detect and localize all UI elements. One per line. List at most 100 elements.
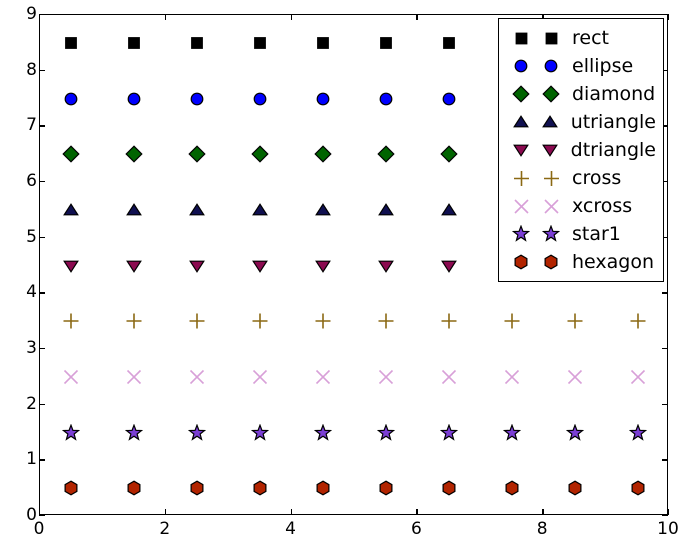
- data-point-cross: [377, 313, 394, 330]
- y-tick-right: [662, 125, 668, 127]
- data-point-cross: [189, 313, 206, 330]
- legend-item-cross[interactable]: cross: [506, 164, 656, 192]
- data-point-xcross: [440, 368, 457, 385]
- data-point-star1: [439, 422, 458, 442]
- data-point-ellipse: [190, 92, 204, 106]
- x-tick-top: [39, 14, 41, 20]
- y-tick-label: 7: [26, 115, 37, 136]
- legend-label: diamond: [572, 83, 656, 105]
- data-point-star1: [62, 422, 81, 442]
- data-point-star1: [313, 422, 333, 442]
- data-point-dtriangle: [252, 258, 269, 274]
- data-point-diamond: [377, 145, 395, 163]
- data-point-dtriangle: [126, 258, 143, 274]
- legend-item-dtriangle[interactable]: dtriangle: [506, 136, 656, 164]
- x-tick: [164, 509, 167, 515]
- legend-item-rect[interactable]: rect: [506, 24, 656, 52]
- y-tick-right: [662, 236, 668, 239]
- data-point-hexagon: [567, 480, 583, 496]
- data-point-hexagon: [504, 480, 520, 496]
- x-tick-label: 0: [33, 519, 45, 539]
- data-point-star1: [376, 422, 395, 442]
- x-tick-label: 2: [159, 519, 171, 539]
- data-point-diamond: [251, 145, 269, 163]
- data-point-dtriangle: [378, 258, 394, 274]
- data-point-diamond: [440, 145, 458, 163]
- y-tick: [39, 236, 45, 239]
- data-point-star1: [188, 422, 207, 442]
- x-tick-top: [416, 14, 418, 20]
- x-tick-label: 8: [536, 519, 548, 539]
- legend-marker-square-icon: [506, 32, 536, 45]
- data-point-cross: [503, 313, 520, 330]
- y-tick-right: [662, 515, 668, 517]
- data-point-hexagon: [315, 480, 331, 496]
- data-point-dtriangle: [315, 258, 331, 274]
- data-point-hexagon: [630, 480, 646, 496]
- legend-label: hexagon: [572, 251, 655, 273]
- y-tick: [39, 125, 45, 127]
- legend-label: utriangle: [570, 111, 656, 133]
- data-point-utriangle: [189, 202, 206, 218]
- y-tick: [39, 515, 45, 517]
- data-point-dtriangle: [63, 258, 80, 274]
- legend-item-utriangle[interactable]: utriangle: [506, 108, 656, 136]
- data-point-cross: [63, 313, 80, 330]
- legend-marker-plus-icon-2: [536, 170, 566, 187]
- y-tick: [39, 292, 45, 294]
- data-point-cross: [126, 313, 143, 330]
- data-point-xcross: [126, 368, 143, 385]
- y-tick-right: [662, 292, 668, 294]
- data-point-diamond: [188, 145, 206, 163]
- legend-marker-triangle-down-icon: [506, 142, 535, 158]
- legend-marker-square-icon-2: [536, 32, 566, 45]
- legend-item-hexagon[interactable]: hexagon: [506, 248, 656, 276]
- data-point-xcross: [252, 368, 269, 385]
- legend-marker-triangle-up-icon-2: [535, 114, 564, 130]
- y-tick-right: [662, 69, 668, 72]
- legend-marker-hexagon-icon-2: [536, 254, 566, 270]
- data-point-cross: [440, 313, 457, 330]
- x-tick: [542, 509, 544, 515]
- data-point-xcross: [503, 368, 520, 385]
- data-point-xcross: [377, 368, 394, 385]
- data-point-utriangle: [252, 202, 269, 218]
- data-point-rect: [442, 36, 455, 49]
- data-point-ellipse: [253, 92, 267, 106]
- y-tick-label: 9: [26, 4, 37, 24]
- x-tick: [416, 509, 418, 515]
- legend-label: ellipse: [572, 55, 634, 77]
- data-point-xcross: [189, 368, 206, 385]
- data-point-rect: [128, 36, 141, 49]
- data-point-diamond: [125, 145, 143, 163]
- data-point-rect: [191, 36, 204, 49]
- data-point-rect: [379, 36, 392, 49]
- y-tick: [39, 181, 45, 183]
- data-point-ellipse: [64, 92, 78, 106]
- legend-marker-star-icon: [506, 225, 536, 243]
- legend-item-diamond[interactable]: diamond: [506, 80, 656, 108]
- legend-marker-diamond-icon-2: [536, 85, 566, 103]
- data-point-hexagon: [189, 480, 205, 496]
- x-tick-top: [164, 14, 167, 20]
- y-tick-right: [662, 14, 668, 16]
- data-point-rect: [65, 36, 78, 49]
- legend-label: dtriangle: [570, 139, 656, 161]
- legend-label: cross: [572, 167, 622, 189]
- legend-item-ellipse[interactable]: ellipse: [506, 52, 656, 80]
- data-point-diamond: [314, 145, 332, 163]
- y-tick-right: [662, 403, 668, 406]
- legend-item-star1[interactable]: star1: [506, 220, 656, 248]
- x-tick-top: [290, 14, 292, 20]
- x-tick-top: [542, 14, 544, 20]
- legend-box[interactable]: rect ellipse diamond utriangle dtriangle cros…: [498, 18, 664, 282]
- y-tick-right: [662, 348, 668, 350]
- data-point-utriangle: [440, 202, 457, 218]
- x-tick: [39, 509, 41, 515]
- y-tick-label: 6: [26, 171, 37, 191]
- legend-label: star1: [572, 223, 621, 245]
- data-point-rect: [317, 36, 330, 49]
- y-tick-label: 8: [26, 59, 37, 80]
- legend-item-xcross[interactable]: xcross: [506, 192, 656, 220]
- legend-marker-star-icon-2: [536, 225, 566, 243]
